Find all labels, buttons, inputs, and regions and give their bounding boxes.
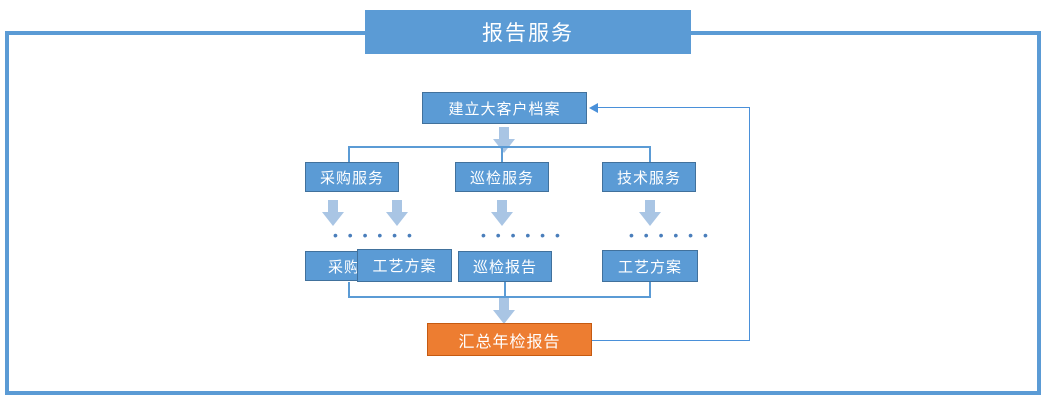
connector-drop-technical [649, 146, 651, 163]
arrow-procurement-down-a [322, 200, 344, 226]
feedback-line-top [597, 107, 750, 108]
arrow-head [493, 310, 515, 324]
node-service-inspection[interactable]: 巡检服务 [455, 162, 549, 192]
arrow-shaft [328, 200, 338, 213]
arrow-shaft [499, 127, 509, 140]
node-root[interactable]: 建立大客户档案 [422, 92, 587, 124]
arrow-head [491, 212, 513, 226]
connector-rise-inspection [504, 282, 506, 297]
node-output-process-plan-left[interactable]: 工艺方案 [357, 249, 452, 282]
ellipsis-technical: • • • • • • [629, 227, 711, 243]
arrow-merge-down [493, 298, 515, 324]
node-summary-report[interactable]: 汇总年检报告 [427, 323, 592, 356]
connector-rise-procurement [348, 282, 350, 297]
arrow-shaft [645, 200, 655, 213]
node-output-inspection-report[interactable]: 巡检报告 [458, 251, 552, 282]
connector-distribute-bar [348, 146, 650, 148]
arrow-shaft [497, 200, 507, 213]
arrow-technical-down [639, 200, 661, 226]
connector-drop-procurement [348, 146, 350, 163]
connector-merge-bar [348, 296, 651, 298]
node-service-technical[interactable]: 技术服务 [602, 162, 696, 192]
node-output-process-plan-right[interactable]: 工艺方案 [602, 250, 698, 282]
connector-rise-technical [649, 282, 651, 297]
ellipsis-procurement: • • • • • • [333, 227, 415, 243]
node-output-procurement[interactable]: 采购 [305, 251, 383, 281]
node-service-procurement[interactable]: 采购服务 [305, 162, 399, 192]
diagram-title-banner: 报告服务 [365, 10, 691, 54]
feedback-arrow-head-icon [589, 103, 598, 113]
arrow-head [386, 212, 408, 226]
arrow-procurement-down-b [386, 200, 408, 226]
arrow-head [639, 212, 661, 226]
connector-drop-inspection [501, 146, 503, 163]
arrow-head [322, 212, 344, 226]
arrow-root-down [493, 127, 515, 153]
feedback-line-right [749, 107, 750, 341]
arrow-inspection-down [491, 200, 513, 226]
arrow-shaft [392, 200, 402, 213]
diagram-title: 报告服务 [482, 22, 574, 45]
ellipsis-inspection: • • • • • • [481, 227, 563, 243]
feedback-line-bottom [592, 340, 750, 341]
arrow-shaft [499, 298, 509, 311]
